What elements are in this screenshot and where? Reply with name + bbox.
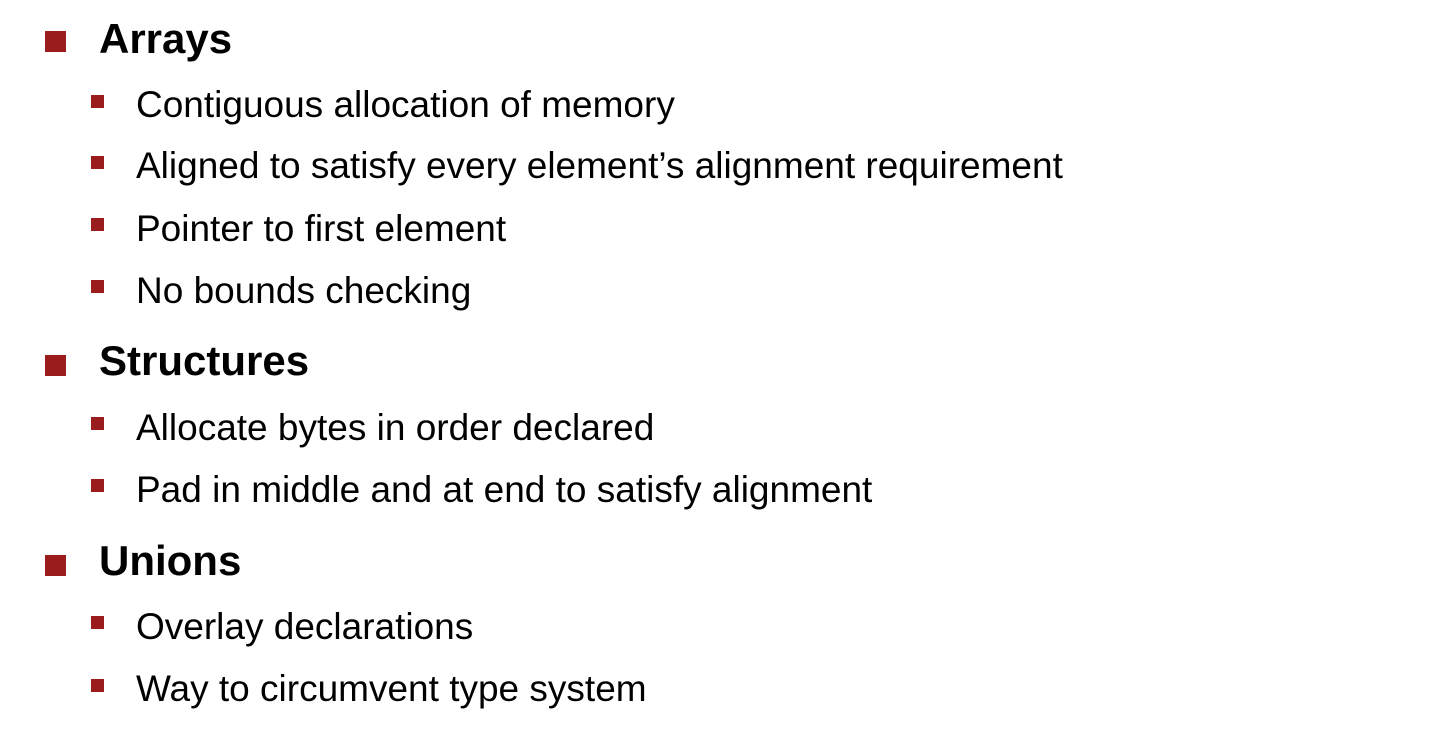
item-bullet-icon [91,679,104,692]
section-bullet-icon [45,31,66,52]
item-bullet-icon [91,95,104,108]
item-bullet-icon [91,417,104,430]
item-bullet-icon [91,156,104,169]
section-title: Arrays [99,15,233,62]
item-bullet-icon [91,280,104,293]
section-bullet-icon [45,555,66,576]
list-item-text: Overlay declarations [136,606,474,647]
list-item-text: Way to circumvent type system [136,668,647,709]
item-bullet-icon [91,616,104,629]
section-title: Unions [99,537,242,584]
list-item-text: Aligned to satisfy every element’s align… [136,145,1063,186]
list-item-text: Allocate bytes in order declared [136,407,655,448]
list-item-text: Pad in middle and at end to satisfy alig… [136,469,873,510]
list-item-text: Pointer to first element [136,208,507,249]
item-bullet-icon [91,479,104,492]
section-bullet-icon [45,355,66,376]
section-title: Structures [99,337,310,384]
list-item-text: Contiguous allocation of memory [136,84,675,125]
list-item-text: No bounds checking [136,270,472,311]
item-bullet-icon [91,218,104,231]
